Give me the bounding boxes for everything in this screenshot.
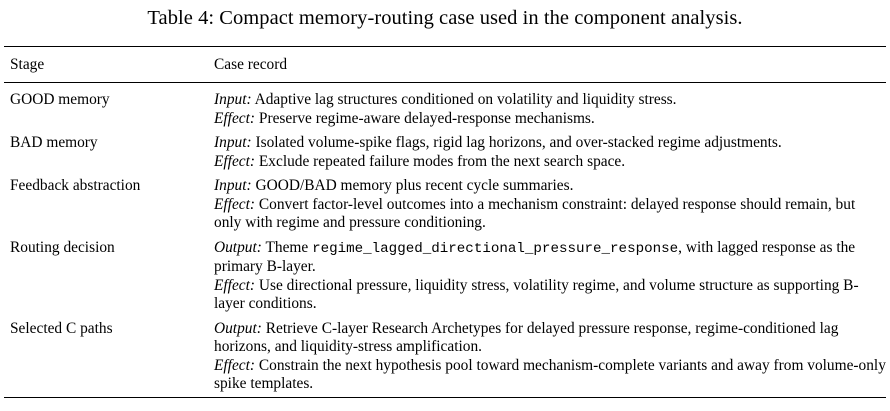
case-table: Stage Case record GOOD memory Input: Ada…	[4, 46, 886, 394]
top-rule	[4, 46, 886, 47]
record-cell: Output: Theme regime_lagged_directional_…	[210, 239, 886, 314]
record-cell: Input: Isolated volume-spike flags, rigi…	[210, 134, 886, 171]
stage-cell: Selected C paths	[10, 319, 113, 337]
table-caption: Table 4: Compact memory-routing case use…	[147, 7, 743, 29]
record-label: Effect:	[214, 276, 256, 294]
table-row: Feedback abstraction Input: GOOD/BAD mem…	[4, 177, 886, 233]
stage-cell: GOOD memory	[10, 91, 110, 108]
table-row: GOOD memory Input: Adaptive lag structur…	[4, 91, 886, 128]
record-line: Output: Retrieve C-layer Research Archet…	[214, 320, 886, 357]
record-line: Effect: Exclude repeated failure modes f…	[214, 153, 886, 172]
record-label: Output:	[214, 319, 262, 337]
record-label: Effect:	[214, 195, 256, 213]
record-text: Isolated volume-spike flags, rigid lag h…	[255, 134, 782, 151]
record-line: Input: Adaptive lag structures condition…	[214, 91, 886, 110]
table-body: GOOD memory Input: Adaptive lag structur…	[4, 83, 886, 394]
record-line: Effect: Use directional pressure, liquid…	[214, 277, 886, 314]
record-label: Input:	[214, 177, 252, 194]
table-row: Routing decision Output: Theme regime_la…	[4, 239, 886, 314]
record-text: Theme	[265, 238, 309, 256]
record-text: Constrain the next hypothesis pool towar…	[214, 356, 886, 393]
record-label: Effect:	[214, 356, 256, 374]
record-text: Retrieve C-layer Research Archetypes for…	[214, 319, 839, 356]
record-text: GOOD/BAD memory plus recent cycle summar…	[255, 177, 574, 194]
theme-code: regime_lagged_directional_pressure_respo…	[312, 240, 679, 257]
table-header: Stage Case record	[4, 47, 886, 82]
table-row: Selected C paths Output: Retrieve C-laye…	[4, 320, 886, 394]
record-text: , with lagged response as the primary B-…	[214, 238, 856, 276]
bottom-rule	[4, 397, 886, 398]
record-line: Effect: Preserve regime-aware delayed-re…	[214, 110, 886, 129]
record-text: Preserve regime-aware delayed-response m…	[258, 109, 595, 127]
record-label: Input:	[214, 91, 252, 108]
record-text: Exclude repeated failure modes from the …	[258, 152, 626, 170]
column-header-stage: Stage	[10, 55, 45, 73]
record-text: Use directional pressure, liquidity stre…	[214, 276, 859, 313]
stage-cell: Feedback abstraction	[10, 177, 141, 194]
record-line: Effect: Convert factor-level outcomes in…	[214, 196, 886, 233]
record-cell: Input: Adaptive lag structures condition…	[210, 91, 886, 128]
column-header-case-record: Case record	[214, 55, 288, 73]
table-row: BAD memory Input: Isolated volume-spike …	[4, 134, 886, 171]
header-rule	[4, 82, 886, 83]
stage-cell: Routing decision	[10, 238, 115, 256]
record-cell: Output: Retrieve C-layer Research Archet…	[210, 320, 886, 394]
record-line: Input: Isolated volume-spike flags, rigi…	[214, 134, 886, 153]
record-label: Effect:	[214, 152, 256, 170]
record-text: Adaptive lag structures conditioned on v…	[254, 91, 677, 108]
stage-cell: BAD memory	[10, 134, 98, 151]
record-text: Convert factor-level outcomes into a mec…	[214, 195, 856, 232]
record-line: Effect: Constrain the next hypothesis po…	[214, 357, 886, 394]
record-line: Output: Theme regime_lagged_directional_…	[214, 239, 886, 277]
record-line: Input: GOOD/BAD memory plus recent cycle…	[214, 177, 886, 196]
record-label: Output:	[214, 238, 262, 256]
record-label: Input:	[214, 134, 252, 151]
record-label: Effect:	[214, 109, 256, 127]
record-cell: Input: GOOD/BAD memory plus recent cycle…	[210, 177, 886, 233]
